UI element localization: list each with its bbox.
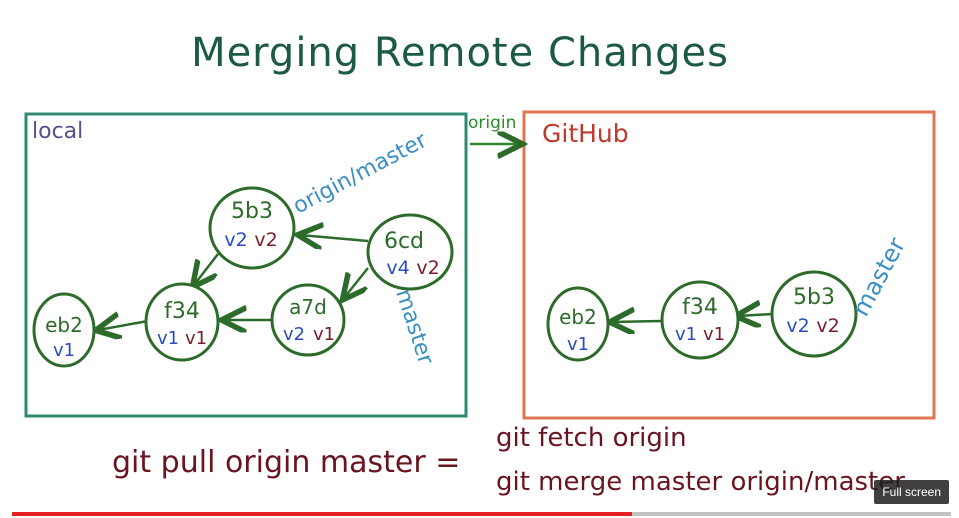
github-commit-f34: f34 v1 v1 [660, 280, 740, 360]
github-commit-5b3: 5b3 v2 v2 [770, 270, 858, 358]
page-title: Merging Remote Changes [191, 30, 729, 76]
commit-version-b: v1 [185, 328, 207, 349]
video-progress-fill [12, 512, 632, 516]
commit-version-b: v2 [816, 315, 839, 337]
video-progress-bar[interactable] [12, 512, 951, 516]
commit-id: 6cd [384, 229, 424, 254]
remote-label: origin [468, 113, 516, 133]
github-master-ref: master [847, 233, 912, 321]
command-fetch: git fetch origin [496, 423, 687, 453]
arrow-6cd-to-5b3 [300, 235, 369, 241]
command-lhs: git pull origin master = [112, 445, 460, 480]
local-label: local [32, 119, 83, 144]
commit-version-a: v2 [786, 315, 809, 337]
commit-version-a: v2 [224, 229, 247, 251]
local-commit-a7d: a7d v2 v1 [270, 283, 346, 357]
commit-id: f34 [164, 299, 200, 324]
github-commit-eb2: eb2 v1 [546, 286, 610, 362]
arrow-gh-f34-to-eb2 [612, 321, 663, 322]
commit-id: a7d [289, 295, 327, 319]
commit-version-a: v1 [675, 324, 697, 345]
commit-id: f34 [682, 295, 718, 320]
local-commit-5b3: 5b3 v2 v2 [208, 186, 296, 270]
commit-version-a: v4 [386, 257, 409, 279]
local-master-ref: master [390, 286, 438, 368]
arrow-f34-to-eb2 [98, 321, 149, 330]
commit-id: 5b3 [231, 199, 273, 224]
local-commit-f34: f34 v1 v1 [144, 282, 220, 362]
commit-version-b: v2 [416, 257, 439, 279]
command-merge: git merge master origin/master [496, 467, 905, 497]
commit-id: eb2 [559, 305, 597, 329]
origin-master-ref: origin/master [289, 127, 432, 219]
commit-version-b: v1 [703, 324, 725, 345]
commit-id: 5b3 [793, 285, 835, 310]
commit-id: eb2 [45, 313, 83, 337]
fullscreen-tooltip: Full screen [874, 480, 949, 504]
github-repo-box [522, 110, 936, 420]
commit-version-a: v1 [157, 328, 179, 349]
commit-version-b: v2 [254, 229, 277, 251]
arrow-gh-5b3-to-f34 [738, 314, 773, 316]
commit-version-b: v1 [313, 324, 335, 345]
commit-version-a: v1 [567, 334, 589, 355]
local-commit-eb2: eb2 v1 [32, 292, 96, 368]
commit-version-a: v2 [283, 324, 305, 345]
github-label: GitHub [542, 119, 629, 148]
local-repo-box [24, 112, 468, 418]
local-commit-6cd: 6cd v4 v2 [366, 213, 454, 291]
arrow-5b3-to-f34 [194, 253, 219, 285]
commit-version-a: v1 [53, 340, 75, 361]
arrow-6cd-to-a7d [344, 267, 369, 298]
